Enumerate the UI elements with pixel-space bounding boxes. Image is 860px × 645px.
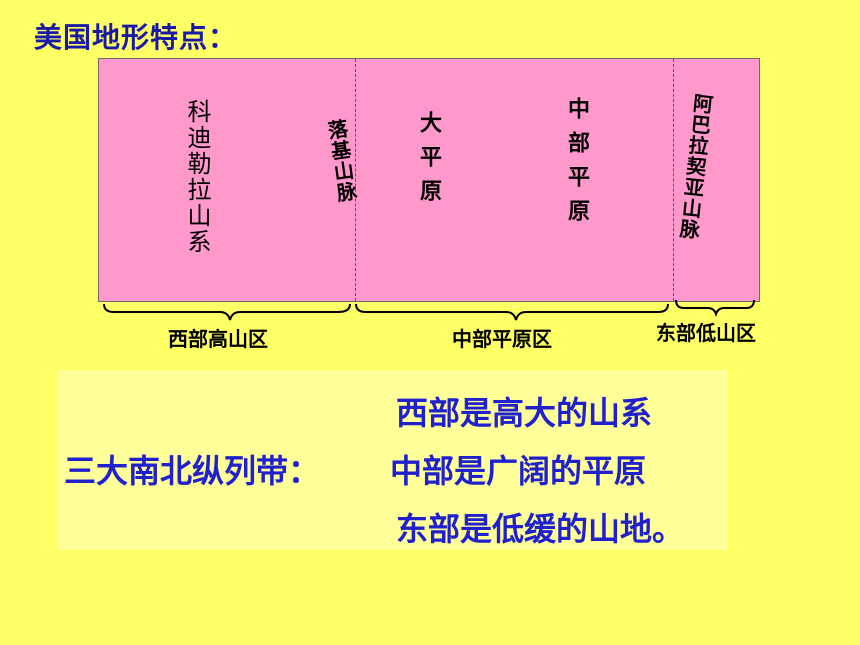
- divider-west-middle: [355, 59, 356, 301]
- label-cordillera: 科迪勒拉山系: [183, 99, 211, 255]
- summary-lead: 三大南北纵列带：: [64, 452, 321, 490]
- page-title: 美国地形特点：: [34, 21, 238, 54]
- summary-line-east: 东部是低缓的山地。: [396, 510, 685, 548]
- region-label-middle: 中部平原区: [452, 327, 552, 351]
- divider-middle-east: [673, 59, 674, 301]
- brace-middle: [355, 303, 669, 321]
- label-great-plains: 大平原: [416, 111, 441, 213]
- summary-box: 三大南北纵列带： 西部是高大的山系 中部是广阔的平原 东部是低缓的山地。: [58, 370, 728, 550]
- label-central-plain: 中部平原: [564, 97, 589, 233]
- region-label-west: 西部高山区: [168, 327, 268, 351]
- region-label-east: 东部低山区: [656, 321, 756, 345]
- summary-line-middle: 中部是广阔的平原: [390, 452, 647, 490]
- brace-east: [675, 299, 755, 318]
- summary-line-west: 西部是高大的山系: [396, 394, 653, 432]
- terrain-profile-map: 科迪勒拉山系 落基山脉 大平原 中部平原 阿巴拉契亚山脉: [98, 58, 760, 302]
- brace-west: [103, 303, 351, 321]
